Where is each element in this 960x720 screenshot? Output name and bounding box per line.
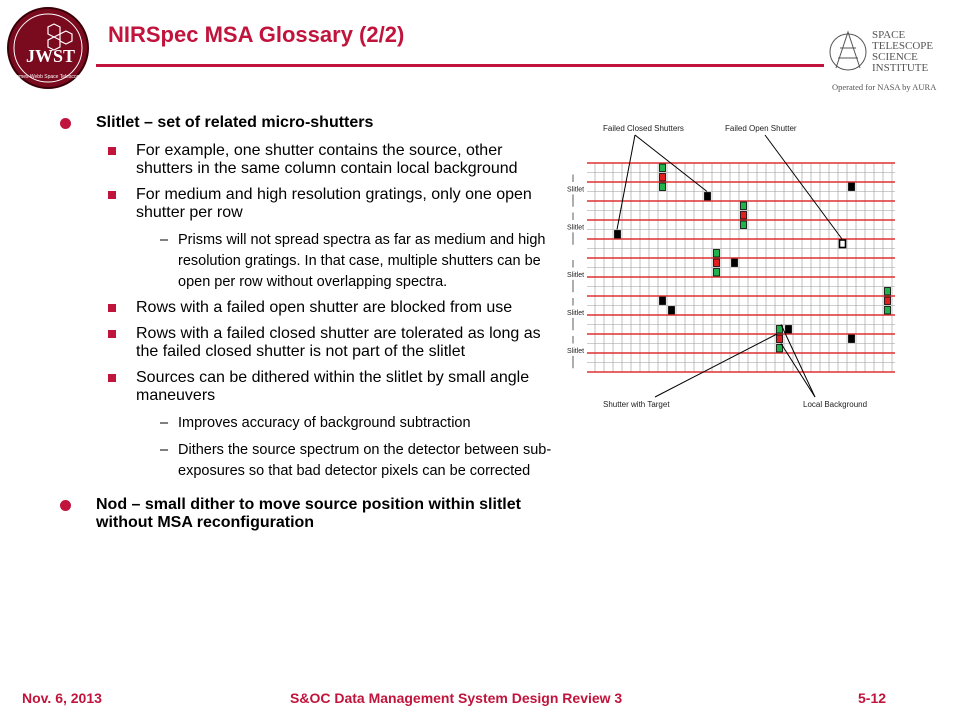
- callout-arrow: [616, 134, 636, 230]
- target-shutter-cell: [740, 211, 747, 220]
- target-shutter-cell: [776, 334, 783, 343]
- square-bullet-icon: [108, 147, 116, 155]
- failed-closed-shutter-cell: [848, 182, 855, 191]
- open-shutter-cell: [713, 268, 720, 277]
- label-shutter-target: Shutter with Target: [603, 400, 670, 409]
- stsci-line-4: INSTITUTE: [872, 62, 928, 74]
- jwst-logo: JWST James Webb Space Telescope: [6, 6, 90, 90]
- sub-sub-bullet-background: – Improves accuracy of background subtra…: [60, 413, 560, 434]
- slitlet-label: Slitlet: [567, 348, 584, 355]
- shutter-grid: [587, 162, 900, 373]
- failed-closed-shutter-cell: [785, 325, 792, 334]
- open-shutter-cell: [776, 344, 783, 353]
- stsci-line-2: TELESCOPE: [872, 40, 933, 52]
- stsci-line-1: SPACE: [872, 29, 906, 41]
- open-shutter-cell: [659, 182, 666, 191]
- sub-sub-bullet-detector: – Dithers the source spectrum on the det…: [160, 442, 552, 479]
- open-shutter-cell: [884, 306, 891, 315]
- slitlet-label: Slitlet: [567, 310, 584, 317]
- failed-closed-shutter-cell: [704, 192, 711, 201]
- callout-arrow: [634, 134, 708, 192]
- open-shutter-cell: [713, 249, 720, 258]
- callout-arrow: [764, 134, 843, 240]
- dash-bullet-icon: –: [160, 442, 169, 458]
- open-shutter-cell: [740, 220, 747, 229]
- slitlet-label: Slitlet: [567, 225, 584, 232]
- square-bullet-icon: [108, 330, 116, 338]
- sub-bullet-dither: Sources can be dithered within the slitl…: [60, 369, 560, 405]
- failed-closed-shutter-cell: [668, 306, 675, 315]
- slitlet-label: Slitlet: [567, 187, 584, 194]
- bullet-nod: Nod – small dither to move source positi…: [60, 496, 560, 532]
- sub-bullet-gratings: For medium and high resolution gratings,…: [60, 186, 560, 222]
- sub-bullet-failed-open: Rows with a failed open shutter are bloc…: [60, 299, 560, 317]
- failed-open-shutter-cell: [838, 239, 847, 249]
- square-bullet-icon: [108, 191, 116, 199]
- bullet-dot-icon: [60, 118, 71, 129]
- footer-date: Nov. 6, 2013: [22, 690, 102, 706]
- sub-bullet-example: For example, one shutter contains the so…: [60, 142, 560, 178]
- target-shutter-cell: [659, 173, 666, 182]
- footer-page-number: 5-12: [858, 690, 887, 706]
- label-local-background: Local Background: [803, 400, 867, 409]
- page-title: NIRSpec MSA Glossary (2/2): [108, 22, 405, 47]
- square-bullet-icon: [108, 304, 116, 312]
- msa-shutter-diagram: Failed Closed Shutters Failed Open Shutt…: [565, 115, 900, 415]
- open-shutter-cell: [740, 201, 747, 210]
- callout-arrow: [780, 324, 816, 398]
- callout-arrows: [616, 134, 843, 398]
- failed-closed-shutter-cell: [731, 258, 738, 267]
- callout-arrow: [654, 333, 778, 398]
- stsci-line-3: SCIENCE: [872, 51, 918, 63]
- footer-title: S&OC Data Management System Design Revie…: [290, 690, 623, 706]
- failed-closed-shutter-cell: [659, 296, 666, 305]
- slitlet-label: Slitlet: [567, 272, 584, 279]
- stsci-tagline: Operated for NASA by AURA: [832, 82, 937, 92]
- bullet-dot-icon: [60, 500, 71, 511]
- dash-bullet-icon: –: [160, 232, 169, 248]
- square-bullet-icon: [108, 374, 116, 382]
- open-shutter-cell: [884, 287, 891, 296]
- dash-bullet-icon: –: [160, 415, 169, 431]
- failed-closed-shutter-cell: [848, 334, 855, 343]
- sub-sub-bullet-prisms: – Prisms will not spread spectra as far …: [160, 232, 546, 290]
- target-shutter-cell: [884, 296, 891, 305]
- sub-bullet-failed-closed: Rows with a failed closed shutter are to…: [60, 325, 560, 361]
- label-failed-open: Failed Open Shutter: [725, 124, 797, 133]
- open-shutter-cell: [776, 325, 783, 334]
- jwst-logo-subtext: James Webb Space Telescope: [14, 74, 83, 80]
- title-divider: [96, 64, 824, 67]
- jwst-logo-text: JWST: [26, 46, 75, 66]
- callout-arrow: [780, 343, 816, 398]
- failed-closed-shutter-cell: [614, 230, 621, 239]
- open-shutter-cell: [659, 163, 666, 172]
- label-failed-closed: Failed Closed Shutters: [603, 124, 684, 133]
- bullet-list: Slitlet – set of related micro-shutters …: [60, 114, 560, 542]
- target-shutter-cell: [713, 258, 720, 267]
- stsci-logo: SPACE TELESCOPE SCIENCE INSTITUTE Operat…: [828, 18, 954, 96]
- bullet-slitlet: Slitlet – set of related micro-shutters: [60, 114, 560, 132]
